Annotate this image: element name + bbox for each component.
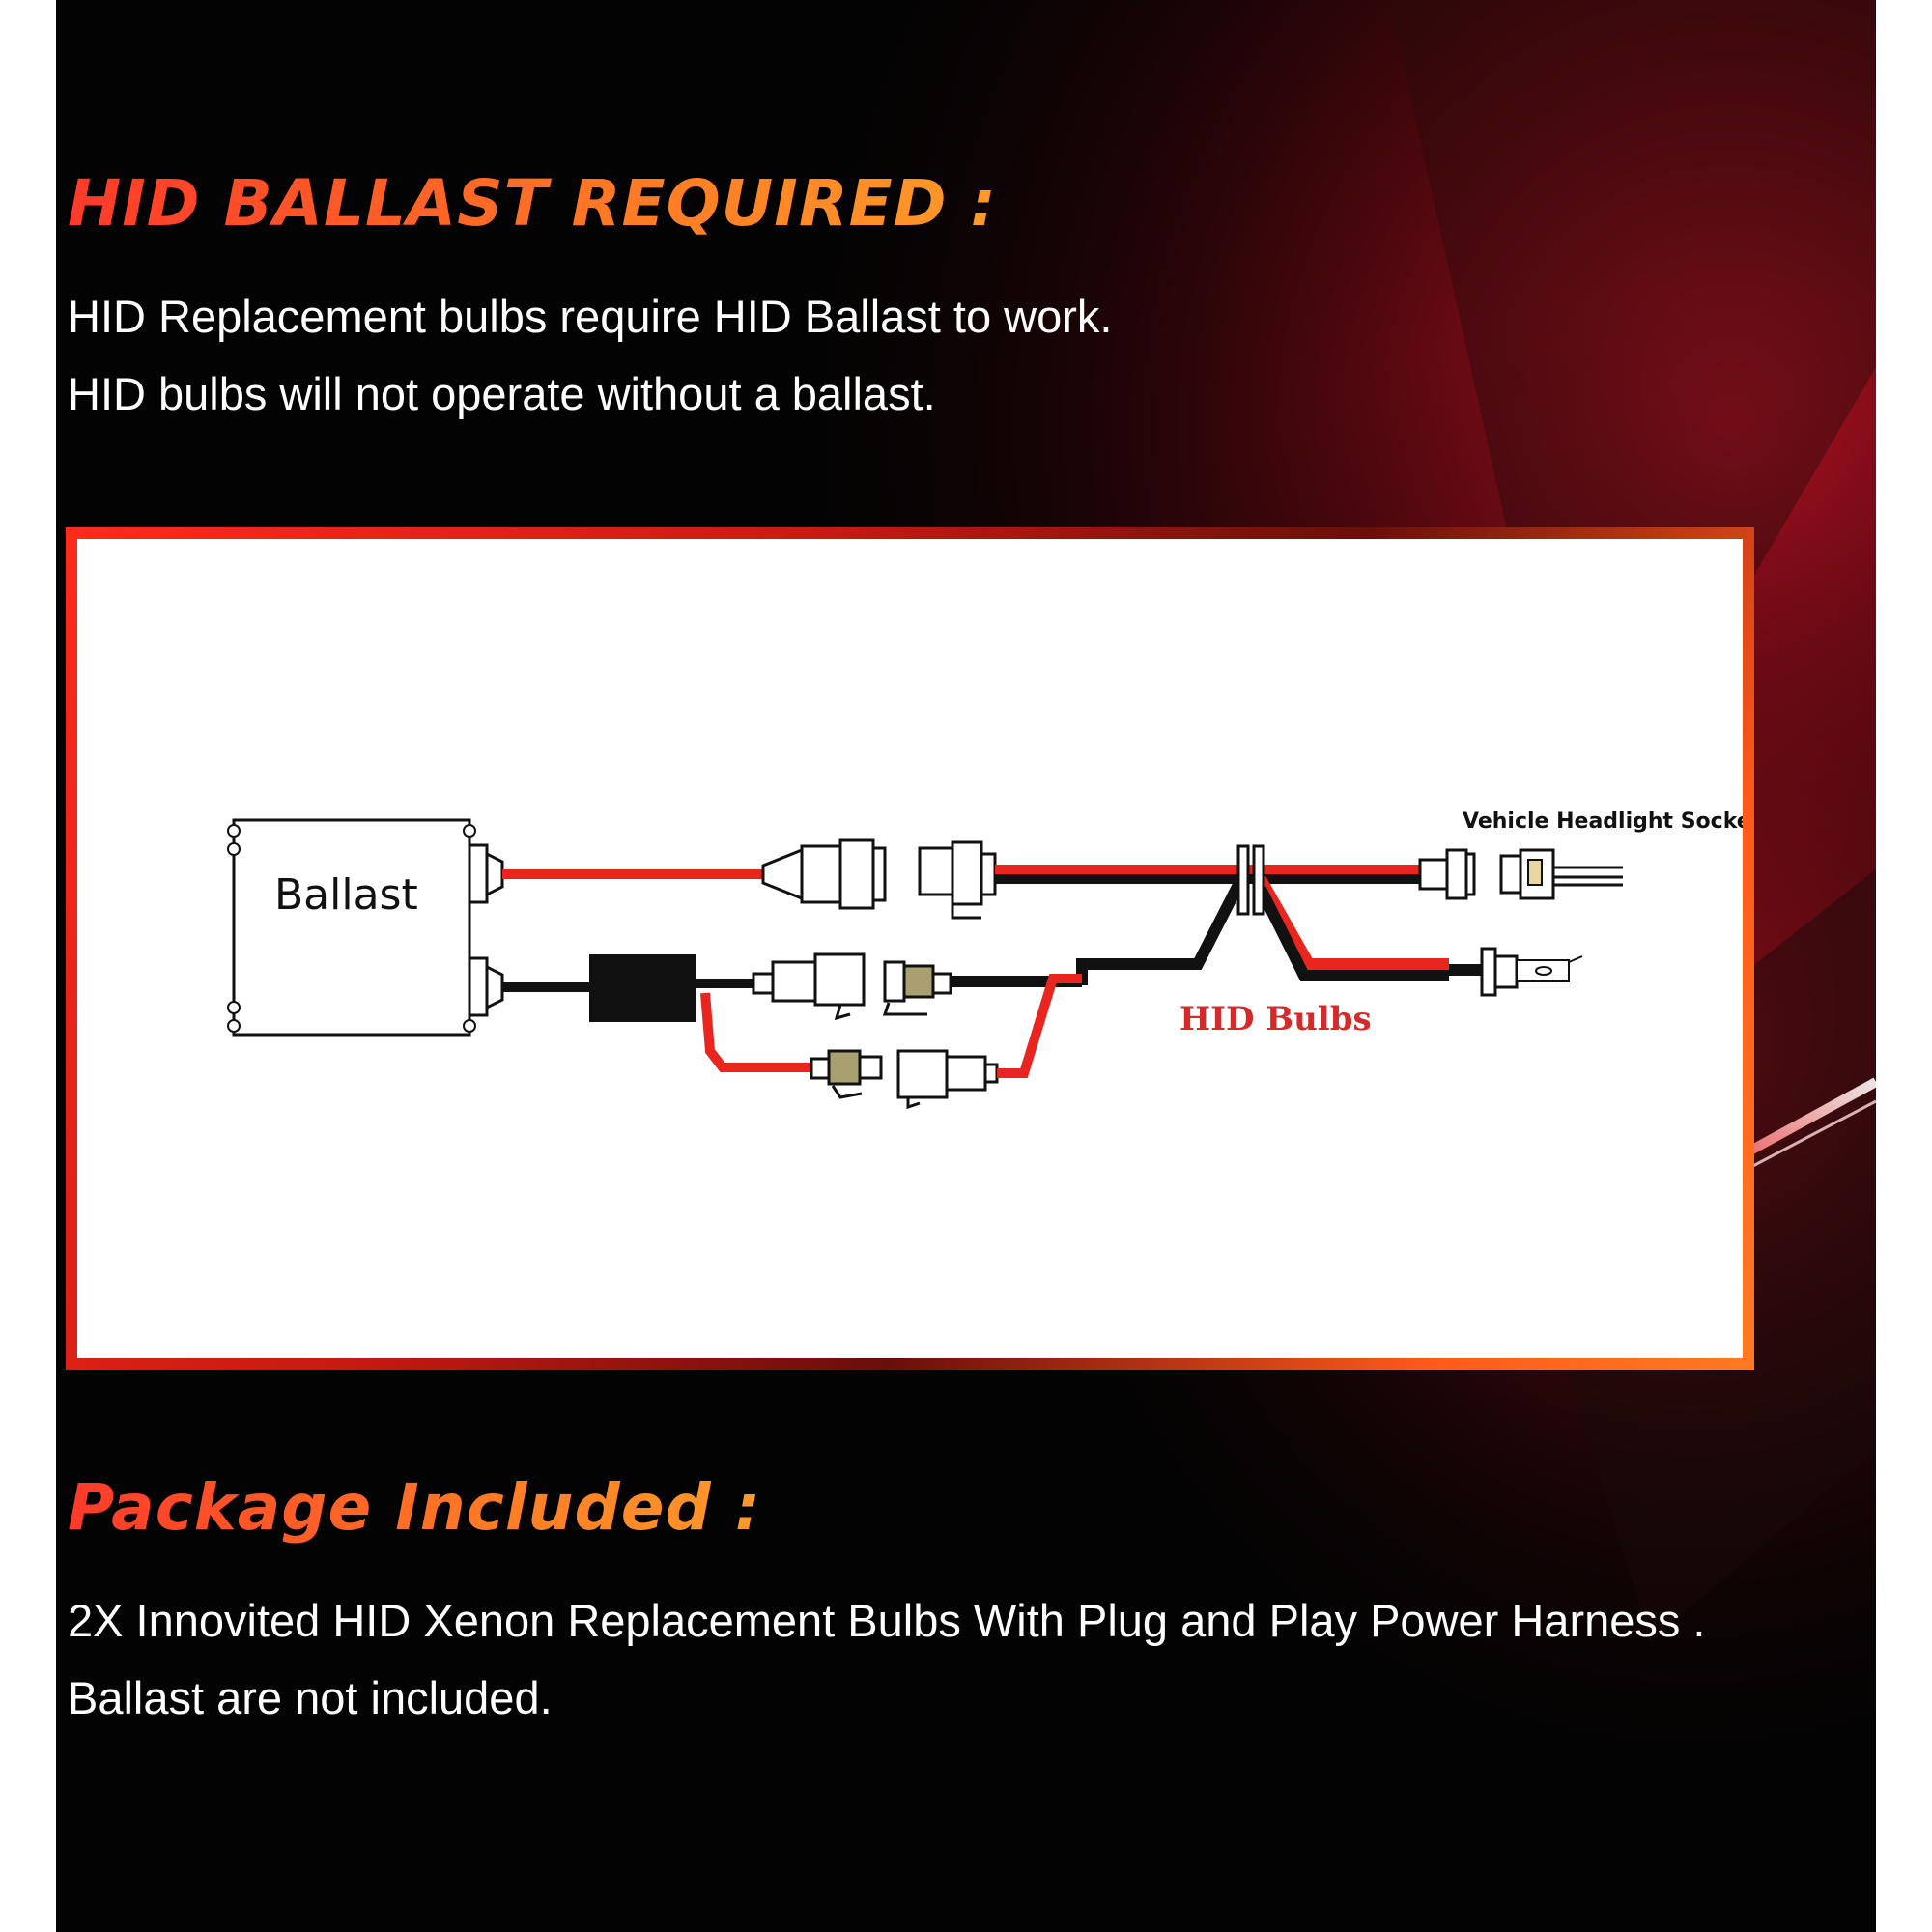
product-infographic: HID BALLAST REQUIRED : HID Replacement b… bbox=[56, 0, 1876, 1932]
ballast-requirement-line: HID Replacement bulbs require HID Ballas… bbox=[68, 291, 1113, 342]
ballast-label: Ballast bbox=[274, 870, 418, 920]
vehicle-headlight-socket-label: Vehicle Headlight Socket bbox=[1463, 810, 1743, 834]
ballast-warning-line: HID bulbs will not operate without a bal… bbox=[68, 368, 936, 419]
split-black-wire bbox=[1076, 876, 1247, 983]
split-black-wire-2 bbox=[1255, 886, 1449, 981]
package-exclusion-line: Ballast are not included. bbox=[68, 1672, 553, 1723]
hid-bulb bbox=[1449, 947, 1583, 997]
wiring-diagram: Ballast bbox=[77, 539, 1743, 1358]
package-included-heading: Package Included : bbox=[68, 1470, 762, 1545]
split-red-wire bbox=[1255, 876, 1449, 970]
wire-clip-2 bbox=[1252, 844, 1265, 916]
lower-red-to-bulb bbox=[997, 974, 1082, 1078]
wire-clip bbox=[1236, 844, 1250, 916]
relay-box bbox=[589, 954, 696, 1022]
wiring-diagram-frame: Ballast bbox=[66, 527, 1754, 1370]
wiring-diagram-svg: Ballast bbox=[227, 810, 1743, 1110]
relay-output-red bbox=[700, 992, 811, 1072]
power-connector-black bbox=[752, 952, 952, 1021]
ballast-unit: Ballast bbox=[227, 818, 504, 1037]
package-contents-line: 2X Innovited HID Xenon Replacement Bulbs… bbox=[68, 1595, 1706, 1646]
hv-connector bbox=[761, 838, 997, 920]
ballast-required-heading: HID BALLAST REQUIRED : bbox=[68, 166, 997, 241]
vehicle-headlight-socket bbox=[1499, 848, 1623, 900]
hid-bulbs-label: HID Bulbs bbox=[1179, 1000, 1372, 1038]
socket-connector bbox=[1418, 848, 1476, 900]
power-connector-red bbox=[810, 1049, 999, 1110]
